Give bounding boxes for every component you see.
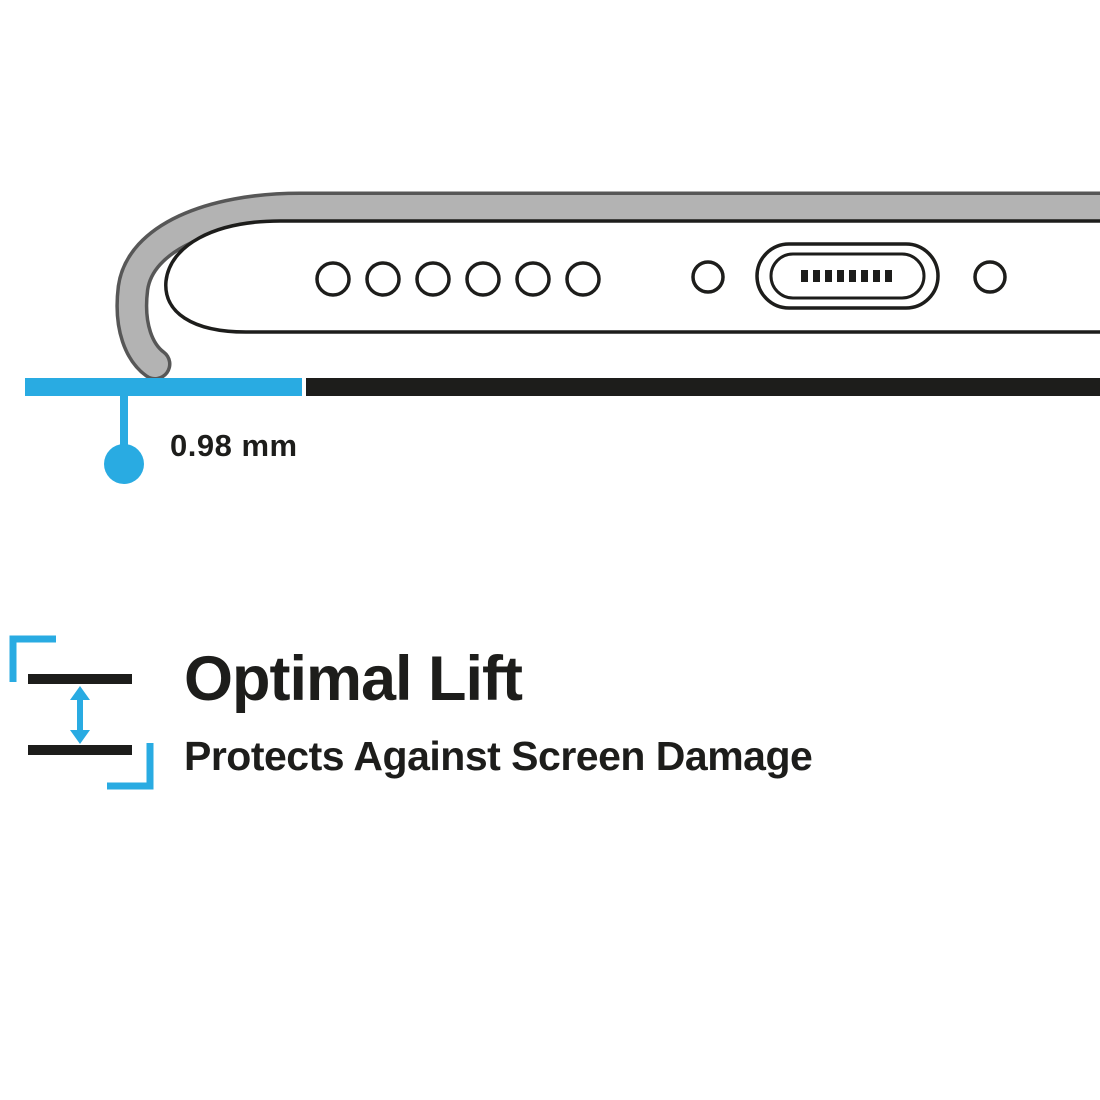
surface-bar — [306, 378, 1100, 396]
screw-hole-icon — [691, 260, 725, 294]
corner-bracket-bottom-right — [107, 743, 154, 790]
surface-highlight-bar — [25, 378, 302, 396]
screw-hole-icon — [973, 260, 1007, 294]
lift-arrow-up — [70, 686, 90, 700]
speaker-hole-icon — [365, 261, 401, 297]
speaker-hole-icon — [515, 261, 551, 297]
lift-distance-arrows-icon — [9, 635, 154, 790]
corner-bracket-top-left — [9, 635, 56, 682]
case-fill — [118, 195, 1100, 377]
lift-arrow-down — [70, 730, 90, 744]
speaker-hole-icon — [315, 261, 351, 297]
measurement-dot — [104, 444, 144, 484]
speaker-hole-icon — [465, 261, 501, 297]
speaker-holes — [315, 261, 601, 297]
speaker-hole-icon — [565, 261, 601, 297]
measurement-label: 0.98 mm — [170, 428, 298, 463]
phone-body — [164, 219, 1100, 334]
charging-port-inner — [769, 252, 926, 300]
charging-port-icon — [755, 242, 940, 310]
speaker-hole-icon — [415, 261, 451, 297]
case-lip — [115, 191, 1100, 381]
feature-subtitle: Protects Against Screen Damage — [184, 733, 813, 779]
feature-title: Optimal Lift — [184, 644, 523, 714]
measurement-leader-line — [120, 396, 128, 446]
phone-in-case-illustration — [25, 191, 1100, 484]
